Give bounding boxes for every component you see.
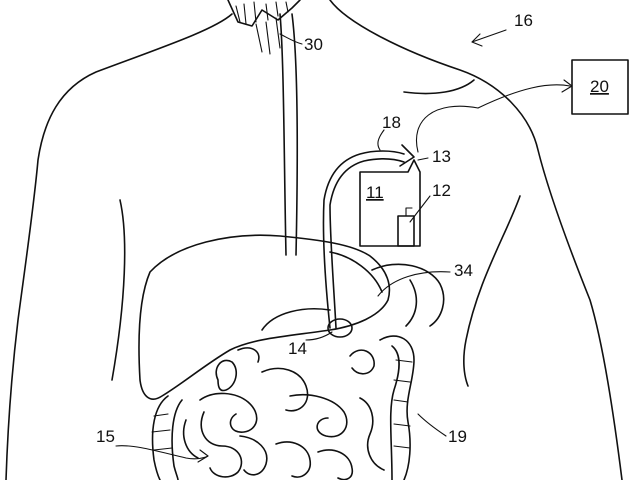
leaders <box>115 29 573 463</box>
small-intestine <box>182 367 385 480</box>
organs <box>138 234 445 400</box>
label-14: 14 <box>288 339 307 358</box>
colon <box>151 335 415 480</box>
feeding-tube <box>279 13 415 329</box>
label-13: 13 <box>432 147 451 166</box>
label-30: 30 <box>304 35 323 54</box>
label-12: 12 <box>432 181 451 200</box>
external-device-box <box>571 59 629 115</box>
label-11: 11 <box>366 183 384 202</box>
implant-housing <box>359 159 421 247</box>
label-16: 16 <box>514 11 533 30</box>
neck-area <box>227 0 301 55</box>
label-19: 19 <box>448 427 467 446</box>
label-34: 34 <box>454 261 473 280</box>
label-20: 20 <box>590 77 609 96</box>
label-18: 18 <box>382 113 401 132</box>
label-15: 15 <box>96 427 115 446</box>
body-outline <box>5 0 623 480</box>
